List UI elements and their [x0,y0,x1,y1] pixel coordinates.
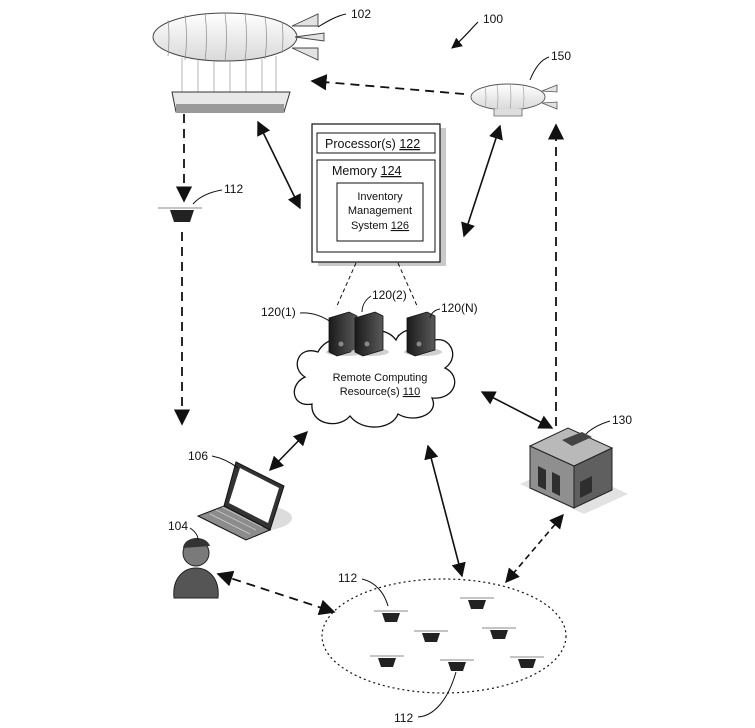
memory-label: Memory 124 [332,164,402,178]
airship-gondola-base [176,104,284,112]
ims-line2: Management [348,205,412,217]
uav-left-body [170,210,194,222]
uav-group-drone-5 [370,655,404,667]
processor-label: Processor(s) 122 [325,137,420,151]
link-150-to-102 [310,74,465,95]
user-hair [183,537,210,548]
server-n-led [416,341,422,347]
laptop-ref: 106 [188,449,208,463]
ims-line1: Inventory [357,191,403,203]
uav-group: 112 112 [321,571,567,725]
laptop-keyboard [196,505,272,541]
uav-left-ref: 112 [224,182,243,196]
small-airship-gondola [493,109,523,117]
processor-box [316,132,436,154]
ims-box [336,182,424,242]
laptop-keys [209,506,263,535]
airship-leader [317,13,347,28]
server-1-led [338,341,344,347]
server-1-leader [299,312,332,323]
uav-112-left: 112 [158,182,243,222]
facility-roof-unit [562,432,592,446]
uav-group-top-ref: 112 [338,571,357,585]
facility-ref: 130 [612,413,632,427]
server-box-projection [335,262,419,309]
airship-102: 102 [152,7,371,113]
airship-cables [181,56,277,92]
uav-group-drone-1 [374,610,408,622]
facility-130: 130 [520,413,632,514]
user-ref: 104 [168,519,188,533]
small-airship-ref: 150 [551,49,571,63]
user-104: 104 [168,519,219,599]
link-cloud-uav-group [424,444,466,578]
server-1-icon [328,311,358,357]
uav-group-drone-4 [482,627,516,639]
server-n-leader [429,308,441,319]
small-airship-ribs [484,83,525,111]
facility-roof [528,427,614,467]
uav-group-boundary [321,578,567,694]
figure-number: 100 [451,12,503,49]
cloud-line1: Remote Computing [333,372,428,384]
link-cloud-laptop [268,430,309,472]
uav-group-bottom-ref: 112 [394,711,413,725]
uav-group-drone-6 [440,659,474,671]
facility-windows [538,466,592,498]
facility-leader [585,420,611,435]
ims-line3: System 126 [351,220,409,232]
small-airship-leader [529,56,550,81]
cloud-line2: Resource(s) 110 [340,386,421,398]
link-cloud-facility [480,391,554,429]
uav-group-bottom-leader [417,671,457,718]
uav-group-drone-2 [460,597,494,609]
uav-group-top-leader [361,578,389,607]
laptop-106: 106 [188,449,292,541]
connections [173,74,565,616]
server-2-leader [361,295,372,313]
user-body [173,567,219,599]
airship-ref: 102 [351,7,371,21]
uav-group-drone-7 [510,656,544,668]
server-n-label: 120(N) [441,301,478,315]
link-user-uav-group [216,570,336,616]
airship-envelope [152,12,298,62]
user-leader [189,527,199,541]
server-ellipsis: . . [390,325,400,339]
link-150-server [461,124,503,238]
server-2-led [364,341,370,347]
server-n-icon [406,311,436,357]
small-airship-fins [541,84,558,110]
server-box: Processor(s) 122 Memory 124 Inventory Ma… [311,123,446,266]
uav-left-leader [192,189,223,205]
laptop-screen [229,468,279,523]
figure-number-label: 100 [483,12,503,26]
server-2-label: 120(2) [372,288,407,302]
small-airship-envelope [470,83,546,111]
airship-ribs [167,12,284,62]
laptop-leader [211,455,239,469]
airship-150: 150 [470,49,571,117]
figure-number-arrow [451,21,479,49]
uav-group-drone-3 [414,630,448,642]
link-102-server [257,120,301,210]
servers: . . 120(1) 120(2) 120(N) [261,288,478,357]
link-uav-group-facility [505,513,564,584]
airship-fins [291,13,325,61]
server-1-label: 120(1) [261,305,296,319]
server-2-icon [354,311,384,357]
